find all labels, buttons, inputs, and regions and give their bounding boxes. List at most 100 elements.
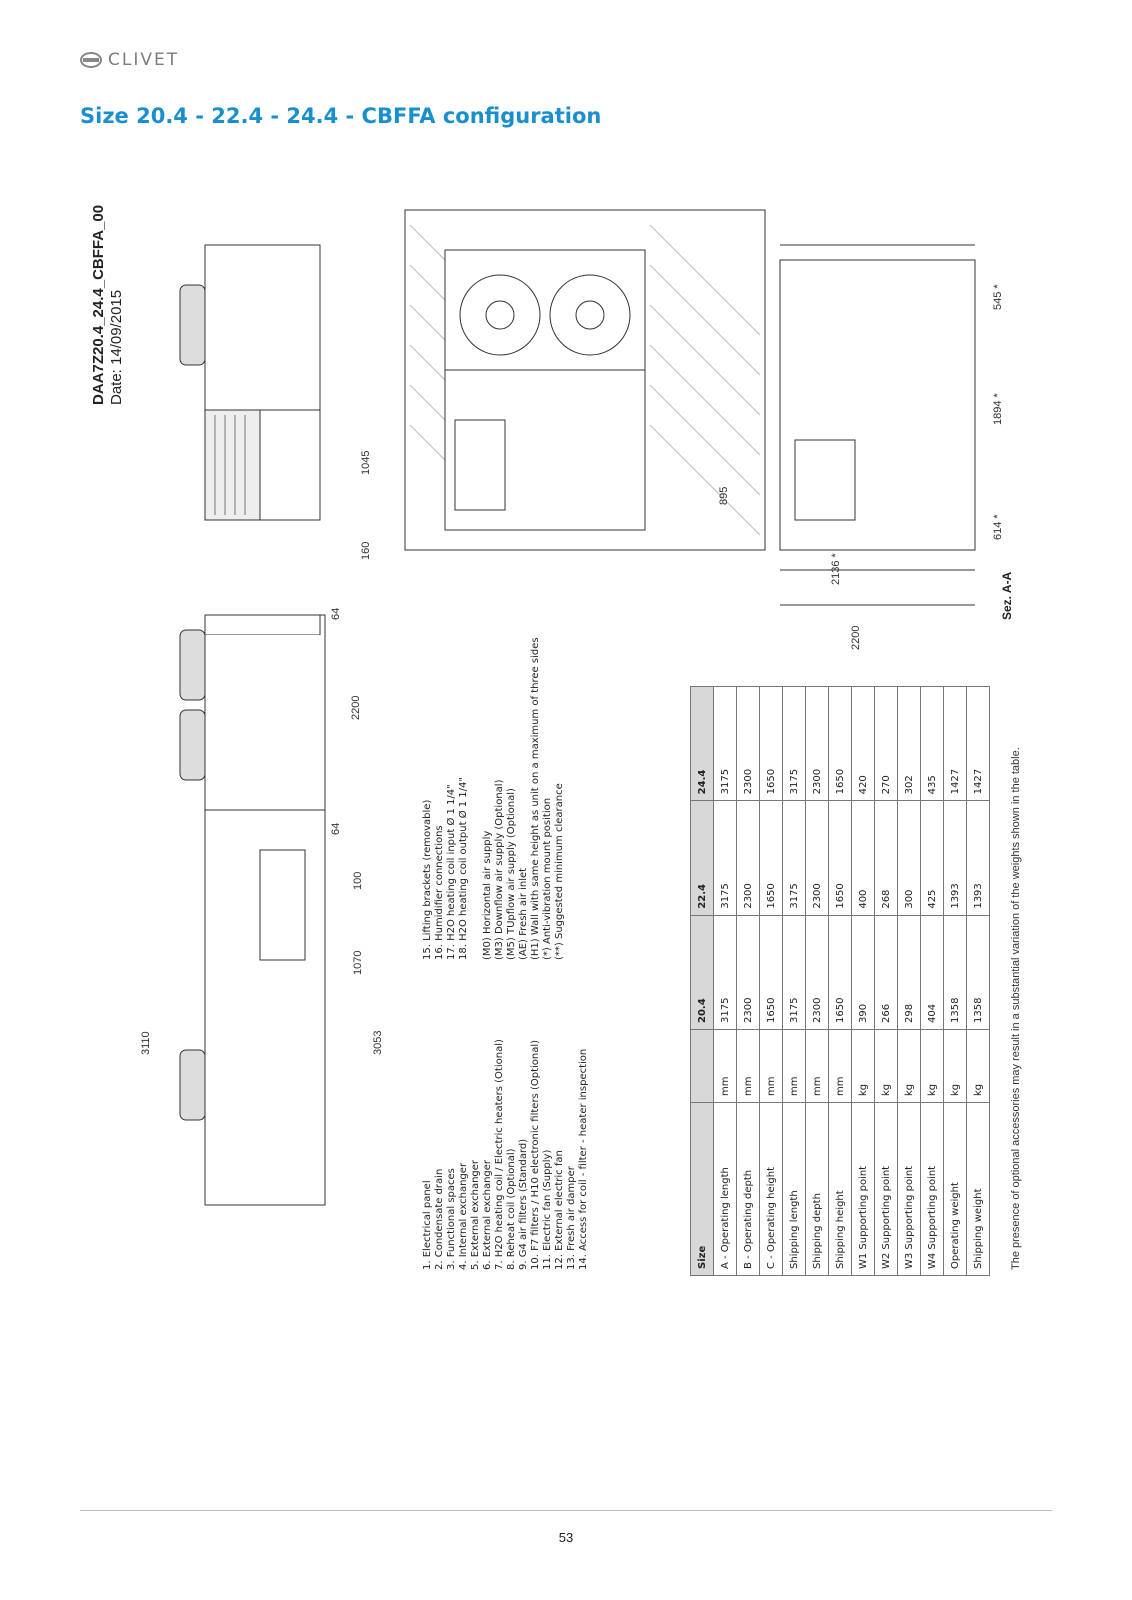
legend-left: 1. Electrical panel 2. Condensate drain …: [422, 1039, 590, 1270]
legend-item: (H1) Wall with same height as unit on a …: [530, 637, 541, 960]
table-cell: 268: [874, 800, 898, 916]
table-cell: 2300: [805, 686, 829, 801]
legend-item: (M5) TUpflow air supply (Optional): [506, 788, 517, 960]
dim-1070: 1070: [352, 950, 364, 975]
drawing-code: DAA7Z20.4_24.4_CBFFA_00: [90, 204, 107, 405]
table-header: 22.4: [690, 800, 714, 916]
table-cell: mm: [782, 1029, 806, 1103]
legend-item: 14. Access for coil - filter - heater in…: [578, 1048, 589, 1270]
table-header: [690, 1029, 714, 1103]
legend-item: 13. Fresh air damper: [566, 1166, 577, 1270]
section-body: [779, 259, 976, 551]
spec-table-wrapper: Size 20.4 22.4 24.4 A - Operating length…: [690, 686, 990, 1276]
legend-item: 9. G4 air filters (Standard): [518, 1138, 529, 1270]
table-cell: 1358: [966, 915, 990, 1030]
table-cell: W2 Supporting point: [874, 1102, 898, 1276]
legend-item: (**) Suggested minimum clearance: [554, 783, 565, 960]
table-cell: 2300: [736, 686, 760, 801]
table-cell: 420: [851, 686, 875, 801]
table-cell: 1650: [828, 800, 852, 916]
dim-160: 160: [360, 541, 372, 560]
table-cell: 2300: [805, 915, 829, 1030]
table-cell: 3175: [782, 800, 806, 916]
brand-logo: CLIVET: [80, 50, 179, 70]
table-cell: mm: [759, 1029, 783, 1103]
legend-item: 1. Electrical panel: [422, 1180, 433, 1270]
table-cell: 390: [851, 915, 875, 1030]
page-number: 53: [558, 1530, 574, 1545]
legend-item: 7. H2O heating coil / Electric heaters (…: [494, 1039, 505, 1270]
legend-item: 17. H2O heating coil input Ø 1 1/4": [446, 784, 457, 960]
dim-545: 545 *: [992, 284, 1004, 310]
dim-2200-b: 2200: [850, 625, 862, 650]
table-cell: kg: [943, 1029, 967, 1103]
table-cell: 1650: [828, 915, 852, 1030]
legend-item: 10. F7 filters / H10 electronic filters …: [530, 1039, 541, 1270]
legend-item: [470, 637, 482, 960]
drawing-date: Date: 14/09/2015: [108, 289, 125, 405]
table-header-row: Size 20.4 22.4 24.4: [690, 686, 714, 1276]
table-cell: 302: [897, 686, 921, 801]
legend-item: (M0) Horizontal air supply: [482, 830, 493, 960]
table-cell: 300: [897, 800, 921, 916]
table-cell: 3175: [782, 686, 806, 801]
dim-895: 895: [718, 486, 730, 505]
table-header: Size: [690, 1102, 714, 1276]
front-view-svg: [179, 614, 326, 1206]
table-cell: mm: [736, 1029, 760, 1103]
table-cell: Shipping length: [782, 1102, 806, 1276]
legend-item: (AE) Fresh air inlet: [518, 867, 529, 960]
table-cell: kg: [897, 1029, 921, 1103]
legend-item: 3. Functional spaces: [446, 1168, 457, 1270]
weights-note: The presence of optional accessories may…: [1010, 747, 1022, 1270]
table-cell: mm: [713, 1029, 737, 1103]
footer-divider: [80, 1510, 1052, 1511]
table-cell: Operating weight: [943, 1102, 967, 1276]
clivet-logo-icon: [80, 52, 102, 68]
legend-item: (M3) Downflow air supply (Optional): [494, 779, 505, 960]
spec-table: Size 20.4 22.4 24.4 A - Operating length…: [690, 686, 990, 1276]
dim-614: 614 *: [992, 514, 1004, 540]
table-cell: 3175: [782, 915, 806, 1030]
table-cell: W3 Supporting point: [897, 1102, 921, 1276]
legend-item: 5. External exchanger: [470, 1159, 481, 1270]
legend-item: 12. External electric fan: [554, 1150, 565, 1270]
dim-1894: 1894 *: [992, 393, 1004, 425]
dim-2136: 2136 *: [830, 553, 842, 585]
table-cell: Shipping depth: [805, 1102, 829, 1276]
legend-item: 11. Electric fan (Supply): [542, 1149, 553, 1270]
legend-item: (*) Anti-vibration mount position: [542, 797, 553, 960]
page-title: Size 20.4 - 22.4 - 24.4 - CBFFA configur…: [80, 104, 602, 128]
legend-right: 15. Lifting brackets (removable) 16. Hum…: [422, 637, 566, 960]
technical-drawing: DAA7Z20.4_24.4_CBFFA_00 Date: 14/09/2015…: [80, 165, 1040, 1055]
legend-item: 18. H2O heating coil output Ø 1 1/4": [458, 777, 469, 960]
table-cell: W1 Supporting point: [851, 1102, 875, 1276]
table-cell: 1358: [943, 915, 967, 1030]
drawing-svg: [179, 209, 976, 636]
table-cell: W4 Supporting point: [920, 1102, 944, 1276]
table-cell: kg: [874, 1029, 898, 1103]
table-cell: 1650: [759, 800, 783, 916]
legend-item: 15. Lifting brackets (removable): [422, 799, 433, 960]
table-cell: 404: [920, 915, 944, 1030]
dim-3110: 3110: [140, 1031, 152, 1055]
table-cell: 3175: [713, 800, 737, 916]
table-cell: 1650: [759, 915, 783, 1030]
table-cell: 1393: [966, 800, 990, 916]
dim-1045: 1045: [360, 450, 372, 475]
dim-2200: 2200: [350, 695, 362, 720]
legend-item: 6. External exchanger: [482, 1159, 493, 1270]
table-cell: mm: [805, 1029, 829, 1103]
table-cell: 1427: [943, 686, 967, 801]
